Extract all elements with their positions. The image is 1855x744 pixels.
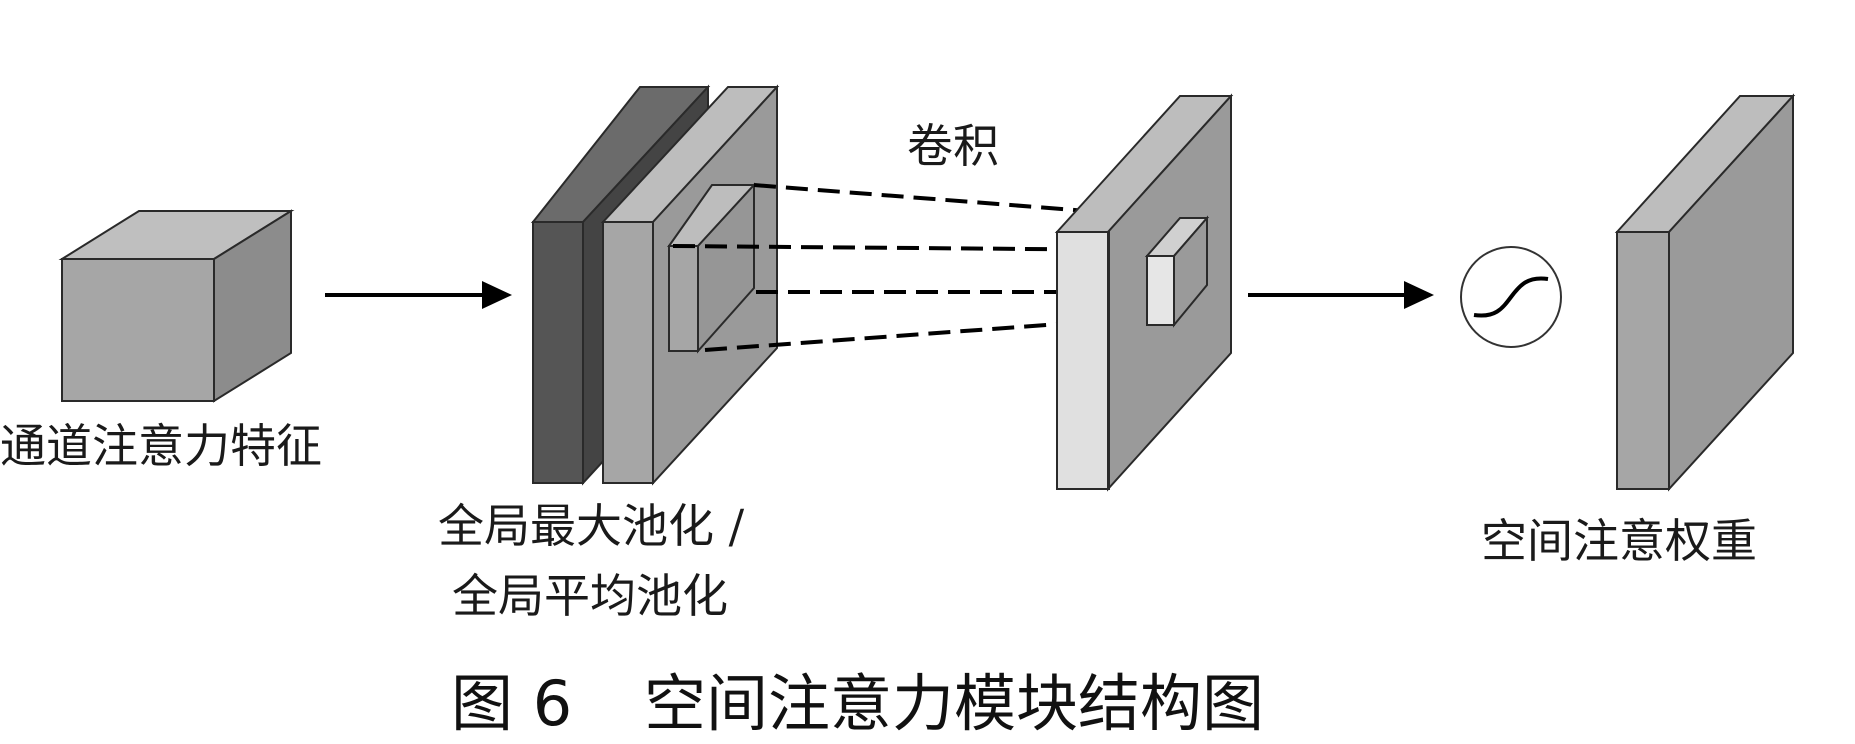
pooling-label-line1: 全局最大池化 / <box>438 499 745 553</box>
output-label: 空间注意权重 <box>1481 514 1757 568</box>
input-feature-cube <box>58 209 295 403</box>
figure-title: 空间注意力模块结构图 <box>644 667 1264 740</box>
sigmoid-curve-icon <box>1460 246 1562 348</box>
arrow-conv-to-activation <box>1248 281 1434 309</box>
conv-label: 卷积 <box>907 119 999 173</box>
conv-kernel-output <box>1144 215 1210 328</box>
pooling-label-line2: 全局平均池化 <box>452 569 728 623</box>
arrow-input-to-pooling <box>325 281 512 309</box>
conv-output-map <box>1054 93 1234 492</box>
avg-pool-map <box>600 84 780 486</box>
conv-kernel-input <box>667 182 757 354</box>
spatial-attention-weight-map <box>1614 93 1796 492</box>
figure-number: 图 6 <box>451 667 572 740</box>
input-label: 通道注意力特征 <box>0 419 322 473</box>
